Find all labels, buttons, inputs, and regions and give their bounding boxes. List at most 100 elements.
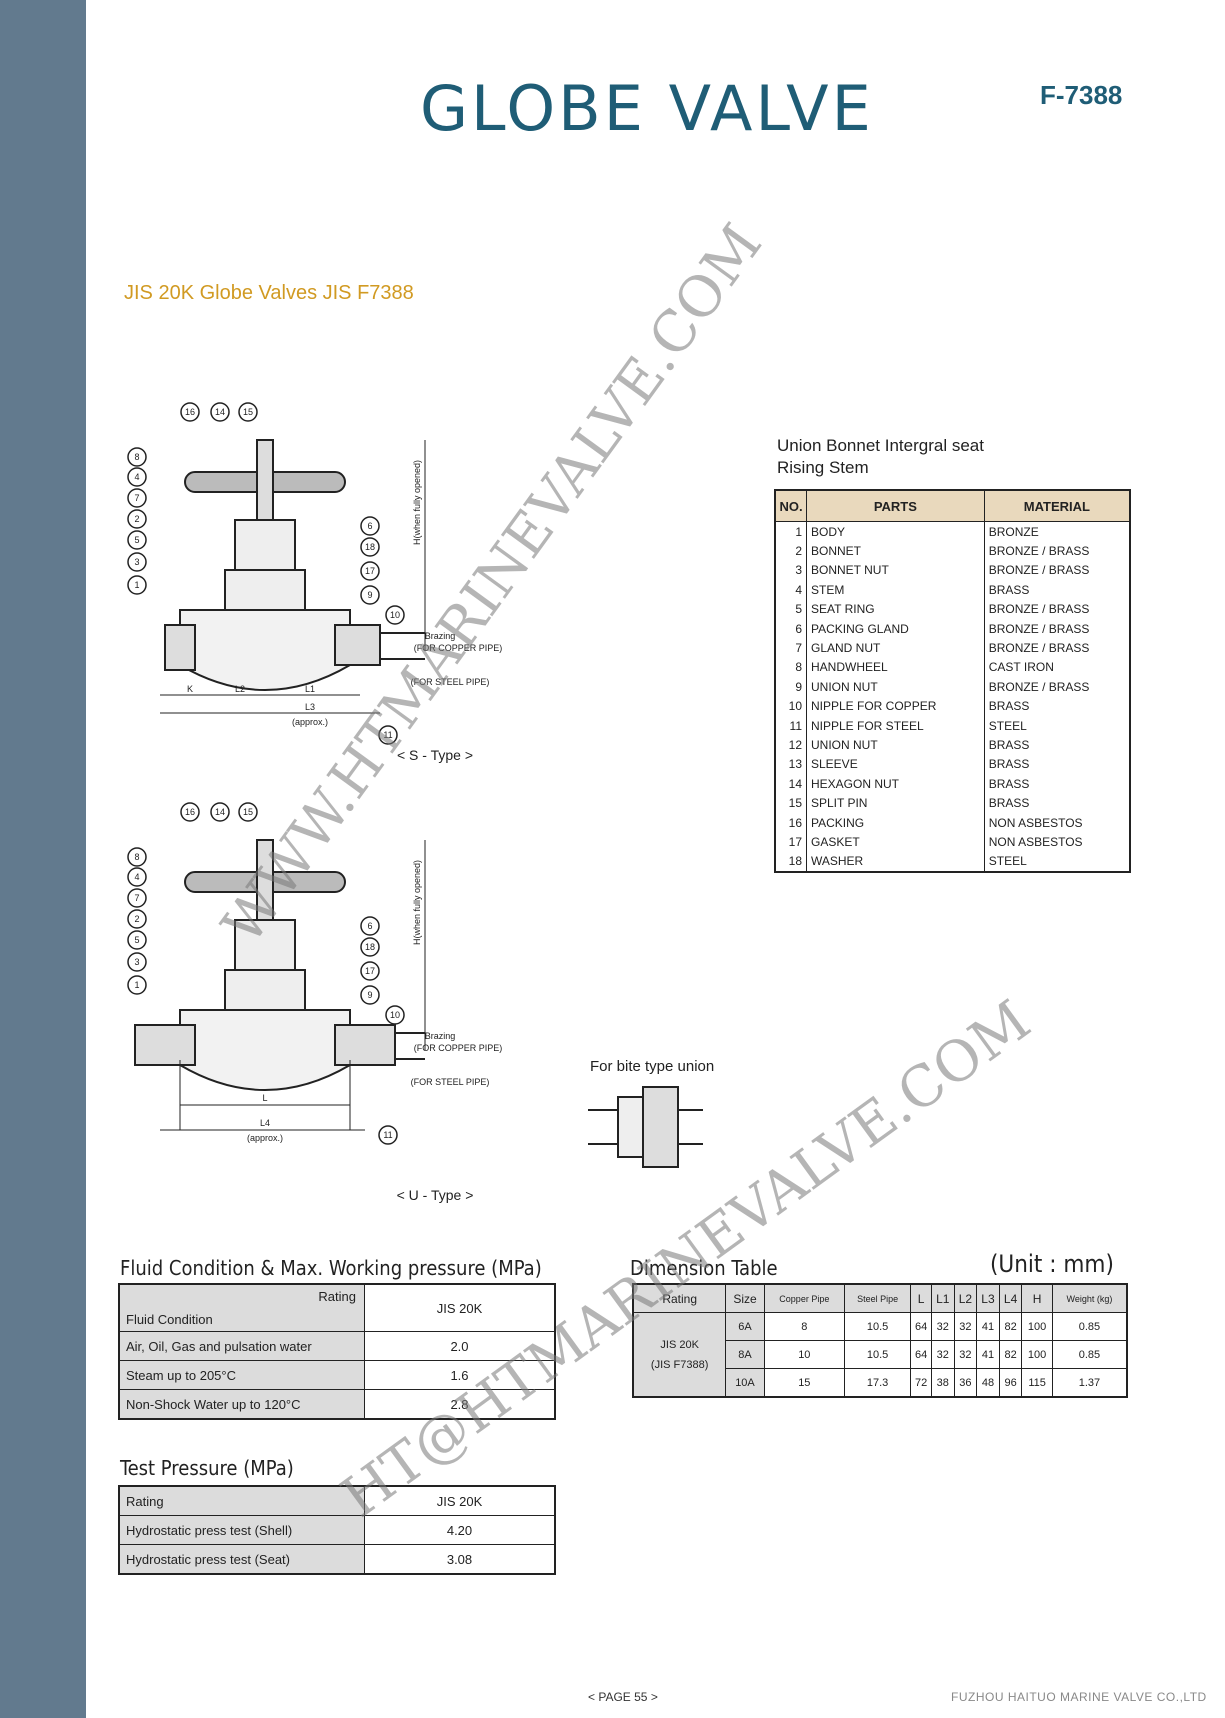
part-name: NIPPLE FOR STEEL bbox=[806, 715, 985, 736]
part-name: BODY bbox=[806, 521, 985, 542]
fluid-table: Rating Fluid Condition JIS 20K Air, Oil,… bbox=[118, 1283, 556, 1420]
dim-cell: 32 bbox=[931, 1340, 955, 1369]
part-number: 2 bbox=[775, 541, 807, 561]
part-material: BRONZE / BRASS bbox=[988, 621, 1090, 636]
part-number: 13 bbox=[775, 754, 807, 775]
fluid-header-cell: Rating Fluid Condition bbox=[118, 1283, 365, 1332]
s-type-label: < S - Type > bbox=[397, 747, 473, 763]
part-material: BRONZE / BRASS bbox=[988, 563, 1090, 578]
part-material: STEEL bbox=[988, 718, 1027, 733]
approx-label: (approx.) bbox=[247, 1133, 283, 1143]
balloon-16: 16 bbox=[185, 807, 195, 817]
balloon-7: 7 bbox=[134, 893, 139, 903]
fluid-header-condition: Fluid Condition bbox=[126, 1312, 213, 1327]
balloon-17: 17 bbox=[365, 966, 375, 976]
dim-cell: 10 bbox=[763, 1340, 846, 1369]
dim-cell: 0.85 bbox=[1051, 1340, 1128, 1369]
bite-union-drawing bbox=[588, 1086, 703, 1168]
page-title: GLOBE VALVE bbox=[420, 72, 874, 145]
page-number: < PAGE 55 > bbox=[588, 1690, 658, 1704]
dim-rating-cell: JIS 20K(JIS F7388) bbox=[632, 1312, 727, 1398]
dim-cell: 82 bbox=[998, 1312, 1023, 1341]
balloon-18: 18 bbox=[365, 542, 375, 552]
part-number: 6 bbox=[775, 618, 807, 639]
test-table: Rating JIS 20K Hydrostatic press test (S… bbox=[118, 1485, 556, 1575]
dim-cell: 41 bbox=[976, 1340, 1000, 1369]
balloon-3: 3 bbox=[134, 557, 139, 567]
balloon-9: 9 bbox=[367, 590, 372, 600]
dim-col-header: Weight (kg) bbox=[1051, 1283, 1128, 1313]
approx-label: (approx.) bbox=[292, 717, 328, 727]
h-label: H(when fully opened) bbox=[412, 460, 422, 545]
col-parts: PARTS bbox=[806, 489, 985, 522]
part-material: NON ASBESTOS bbox=[988, 834, 1083, 849]
dimension-unit: (Unit : mm) bbox=[990, 1250, 1114, 1278]
balloon-1: 1 bbox=[134, 980, 139, 990]
part-material: NON ASBESTOS bbox=[988, 815, 1083, 830]
part-material: BRONZE / BRASS bbox=[988, 679, 1090, 694]
dim-cell: 32 bbox=[931, 1312, 955, 1341]
for-steel-label: (FOR STEEL PIPE) bbox=[411, 677, 490, 687]
page-subtitle: JIS 20K Globe Valves JIS F7388 bbox=[124, 282, 414, 304]
part-name: HEXAGON NUT bbox=[806, 774, 985, 794]
dim-col-header: L2 bbox=[953, 1283, 978, 1313]
dim-col-header: Steel Pipe bbox=[843, 1283, 912, 1313]
part-material: CAST IRON bbox=[988, 660, 1054, 675]
dim-cell: 32 bbox=[953, 1312, 978, 1341]
part-name: PACKING GLAND bbox=[806, 618, 985, 639]
part-material: BRONZE / BRASS bbox=[988, 602, 1090, 617]
dim-l4: L4 bbox=[260, 1118, 270, 1128]
dim-cell: 115 bbox=[1021, 1368, 1053, 1398]
dim-cell: 100 bbox=[1021, 1312, 1053, 1341]
fluid-header-value: JIS 20K bbox=[364, 1283, 556, 1332]
test-pressure: 3.08 bbox=[364, 1544, 556, 1575]
dim-cell: 1.37 bbox=[1051, 1368, 1128, 1398]
part-number: 17 bbox=[775, 832, 807, 852]
dim-cell: 64 bbox=[910, 1312, 932, 1341]
u-type-drawing: 16 14 15 8 4 7 2 5 3 1 6 18 17 9 10 11 L… bbox=[127, 802, 503, 1203]
bite-union-label: For bite type union bbox=[590, 1058, 715, 1075]
balloon-4: 4 bbox=[134, 472, 139, 482]
dim-cell: 48 bbox=[976, 1368, 1000, 1398]
for-copper-label: (FOR COPPER PIPE) bbox=[414, 1043, 503, 1053]
part-number: 9 bbox=[775, 677, 807, 697]
balloon-18: 18 bbox=[365, 942, 375, 952]
dim-cell: 72 bbox=[910, 1368, 932, 1398]
part-material: BRONZE / BRASS bbox=[988, 641, 1090, 656]
test-row: Hydrostatic press test (Shell)4.20 bbox=[118, 1515, 556, 1545]
dim-cell: 100 bbox=[1021, 1340, 1053, 1369]
dim-k: K bbox=[187, 684, 193, 694]
fluid-pressure: 2.8 bbox=[364, 1389, 556, 1420]
balloon-10: 10 bbox=[390, 1010, 400, 1020]
dim-col-header: H bbox=[1021, 1283, 1053, 1313]
balloon-11: 11 bbox=[383, 730, 392, 740]
balloon-14: 14 bbox=[215, 807, 225, 817]
part-name: STEM bbox=[806, 580, 985, 600]
balloon-6: 6 bbox=[367, 921, 372, 931]
dim-cell: 15 bbox=[763, 1368, 846, 1398]
dim-l2: L2 bbox=[235, 684, 245, 694]
part-number: 7 bbox=[775, 638, 807, 658]
parts-heading-line2: Rising Stem bbox=[777, 458, 869, 477]
part-material: STEEL bbox=[988, 854, 1027, 869]
balloon-7: 7 bbox=[134, 493, 139, 503]
part-number: 5 bbox=[775, 599, 807, 619]
balloon-17: 17 bbox=[365, 566, 375, 576]
part-number: 8 bbox=[775, 657, 807, 678]
dim-cell: 96 bbox=[998, 1368, 1023, 1398]
dim-rating-line2: (JIS F7388) bbox=[650, 1358, 709, 1371]
dim-cell: 32 bbox=[953, 1340, 978, 1369]
balloon-15: 15 bbox=[243, 407, 253, 417]
